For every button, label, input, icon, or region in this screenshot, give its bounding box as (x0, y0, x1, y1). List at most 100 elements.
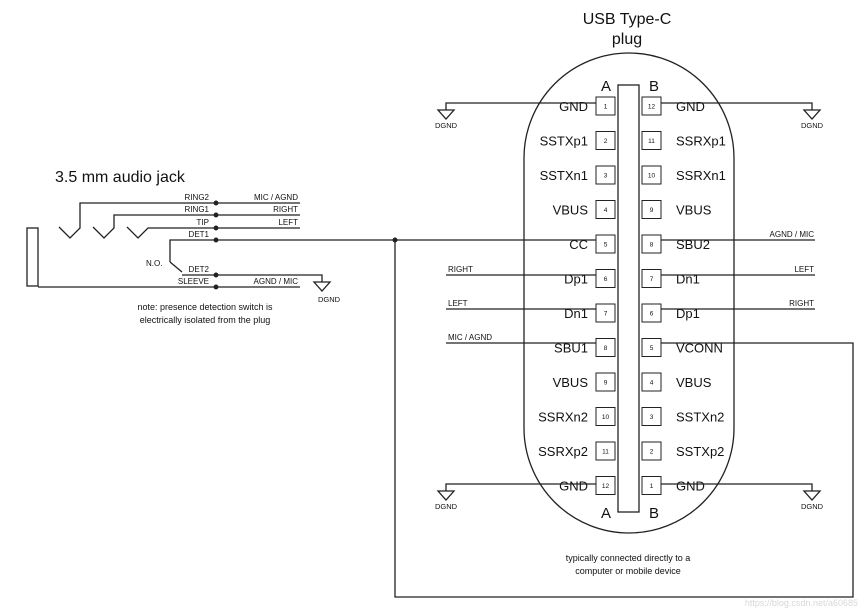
pin-name: SSRXn2 (538, 410, 588, 425)
dp1-left-signal: RIGHT (448, 265, 473, 274)
ground-top-right: DGND (661, 102, 824, 130)
ring2-signal: MIC / AGND (254, 193, 298, 202)
plug-title-line1: USB Type-C (583, 11, 672, 28)
pin-number: 5 (650, 345, 654, 352)
pin-box (641, 269, 662, 288)
pin-number: 3 (650, 414, 654, 421)
left-pin-column: 1GND2SSTXp13SSTXn14VBUS5CC6Dp17Dn18SBU19… (538, 96, 616, 495)
jack-note-line2: electrically isolated from the plug (140, 315, 271, 325)
pin-box (641, 96, 662, 116)
pin-box (641, 476, 662, 495)
pin-name: SSRXn1 (676, 168, 726, 183)
pin-b1: 12 GND (641, 96, 705, 116)
pin-a2: 2 SSTXp1 (540, 131, 616, 150)
svg-text:DGND: DGND (801, 502, 824, 511)
cc-signal-label: AGND / MIC (770, 230, 815, 239)
pin-name: VBUS (676, 203, 712, 218)
pin-box (595, 372, 616, 392)
pin-number: 12 (648, 104, 656, 111)
pin-number: 12 (602, 483, 610, 490)
pin-box (595, 269, 616, 288)
pin-number: 5 (604, 242, 608, 249)
pin-number: 2 (604, 138, 608, 145)
svg-text:DGND: DGND (801, 121, 824, 130)
pin-box (595, 407, 616, 426)
sleeve-signal: AGND / MIC (254, 277, 299, 286)
pin-box (595, 96, 616, 116)
jack-contact-ring1: RING1 (185, 205, 210, 214)
pin-number: 11 (648, 138, 655, 145)
pin-b2: 11 SSRXp1 (641, 131, 726, 150)
pin-name: GND (559, 99, 588, 114)
side-b-bottom: B (649, 505, 659, 522)
pin-box (595, 303, 616, 323)
pin-box (595, 200, 616, 219)
pin-name: GND (559, 479, 588, 494)
pin-name: SSTXn1 (540, 168, 588, 183)
pin-a6: 6 Dp1 (564, 269, 616, 288)
jack-contact-det1: DET1 (189, 230, 210, 239)
jack-contact-det2: DET2 (189, 265, 210, 274)
pin-number: 1 (650, 483, 654, 490)
pin-name: SSRXp1 (676, 134, 726, 149)
pin-box (595, 441, 616, 461)
pin-number: 6 (650, 311, 654, 318)
pin-name: Dn1 (564, 306, 588, 321)
pin-a5: 5 CC (569, 234, 616, 254)
side-a-top: A (601, 78, 611, 95)
pin-name: Dp1 (676, 306, 700, 321)
dn1-right-signal: LEFT (794, 265, 814, 274)
pin-name: SSTXp1 (540, 134, 588, 149)
jack-note-line1: note: presence detection switch is (137, 302, 273, 312)
ground-bottom-left: DGND (435, 483, 596, 511)
pin-box (595, 234, 616, 254)
side-b-top: B (649, 78, 659, 95)
dp1-right-signal: RIGHT (789, 299, 814, 308)
pin-number: 3 (604, 173, 608, 180)
ring1-signal: RIGHT (273, 205, 298, 214)
pin-name: CC (569, 237, 588, 252)
jack-body (26, 227, 39, 287)
pin-name: SSRXp2 (538, 444, 588, 459)
pin-number: 8 (650, 242, 654, 249)
plug-footer-line2: computer or mobile device (575, 566, 681, 576)
pin-number: 10 (602, 414, 610, 421)
pin-number: 8 (604, 345, 608, 352)
pin-name: GND (676, 99, 705, 114)
pin-name: SBU1 (554, 341, 588, 356)
pin-box (641, 338, 662, 357)
pin-box (595, 476, 616, 495)
pin-name: VBUS (553, 203, 589, 218)
pin-a8: 8 SBU1 (554, 338, 616, 357)
pin-a12: 12 GND (559, 476, 616, 495)
pin-a3: 3 SSTXn1 (540, 165, 616, 185)
cc-junction-dot (392, 237, 398, 243)
vconn-loop-wire (394, 240, 854, 598)
pin-number: 2 (650, 449, 654, 456)
pin-number: 7 (650, 276, 654, 283)
pin-box (641, 372, 662, 392)
pin-a10: 10 SSRXn2 (538, 407, 616, 426)
plug-tongue (617, 84, 640, 513)
pin-name: VBUS (676, 375, 712, 390)
pin-number: 6 (604, 276, 608, 283)
jack-contact-tip: TIP (197, 218, 209, 227)
pin-box (641, 407, 662, 426)
svg-text:DGND: DGND (435, 502, 458, 511)
pin-name: Dp1 (564, 272, 588, 287)
pin-name: Dn1 (676, 272, 700, 287)
